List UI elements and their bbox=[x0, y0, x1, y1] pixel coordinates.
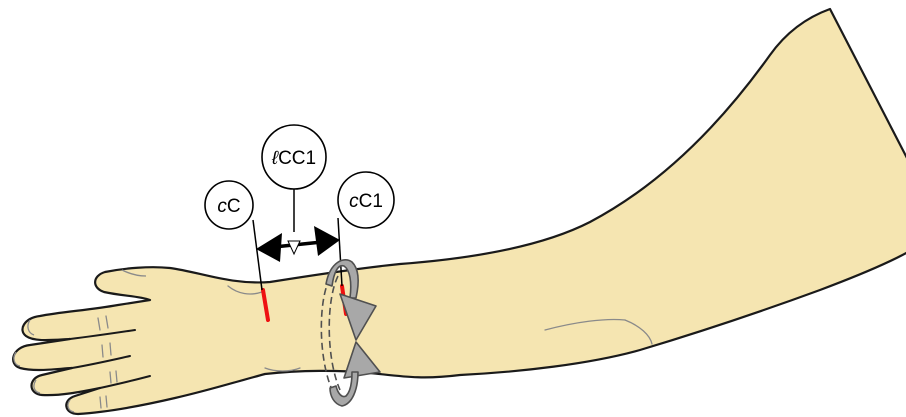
label-cc-text: cC bbox=[217, 196, 240, 217]
arm-outline bbox=[13, 9, 906, 414]
label-lcc1: ℓCC1 bbox=[262, 125, 326, 189]
label-cc: cC bbox=[205, 181, 253, 229]
label-cc-main: C bbox=[227, 196, 241, 217]
label-cc1-text: cC1 bbox=[349, 191, 383, 212]
label-cc1-main: C1 bbox=[359, 191, 383, 212]
wrist-guide-line bbox=[253, 220, 262, 290]
label-lcc1-main: CC1 bbox=[278, 148, 316, 169]
arm-illustration bbox=[13, 9, 906, 414]
label-cc1-prefix: c bbox=[349, 191, 359, 212]
label-lcc1-text: ℓCC1 bbox=[271, 148, 316, 169]
label-cc1: cC1 bbox=[338, 172, 394, 228]
double-headed-arrow-icon bbox=[256, 226, 340, 262]
label-cc-prefix: c bbox=[217, 196, 227, 217]
